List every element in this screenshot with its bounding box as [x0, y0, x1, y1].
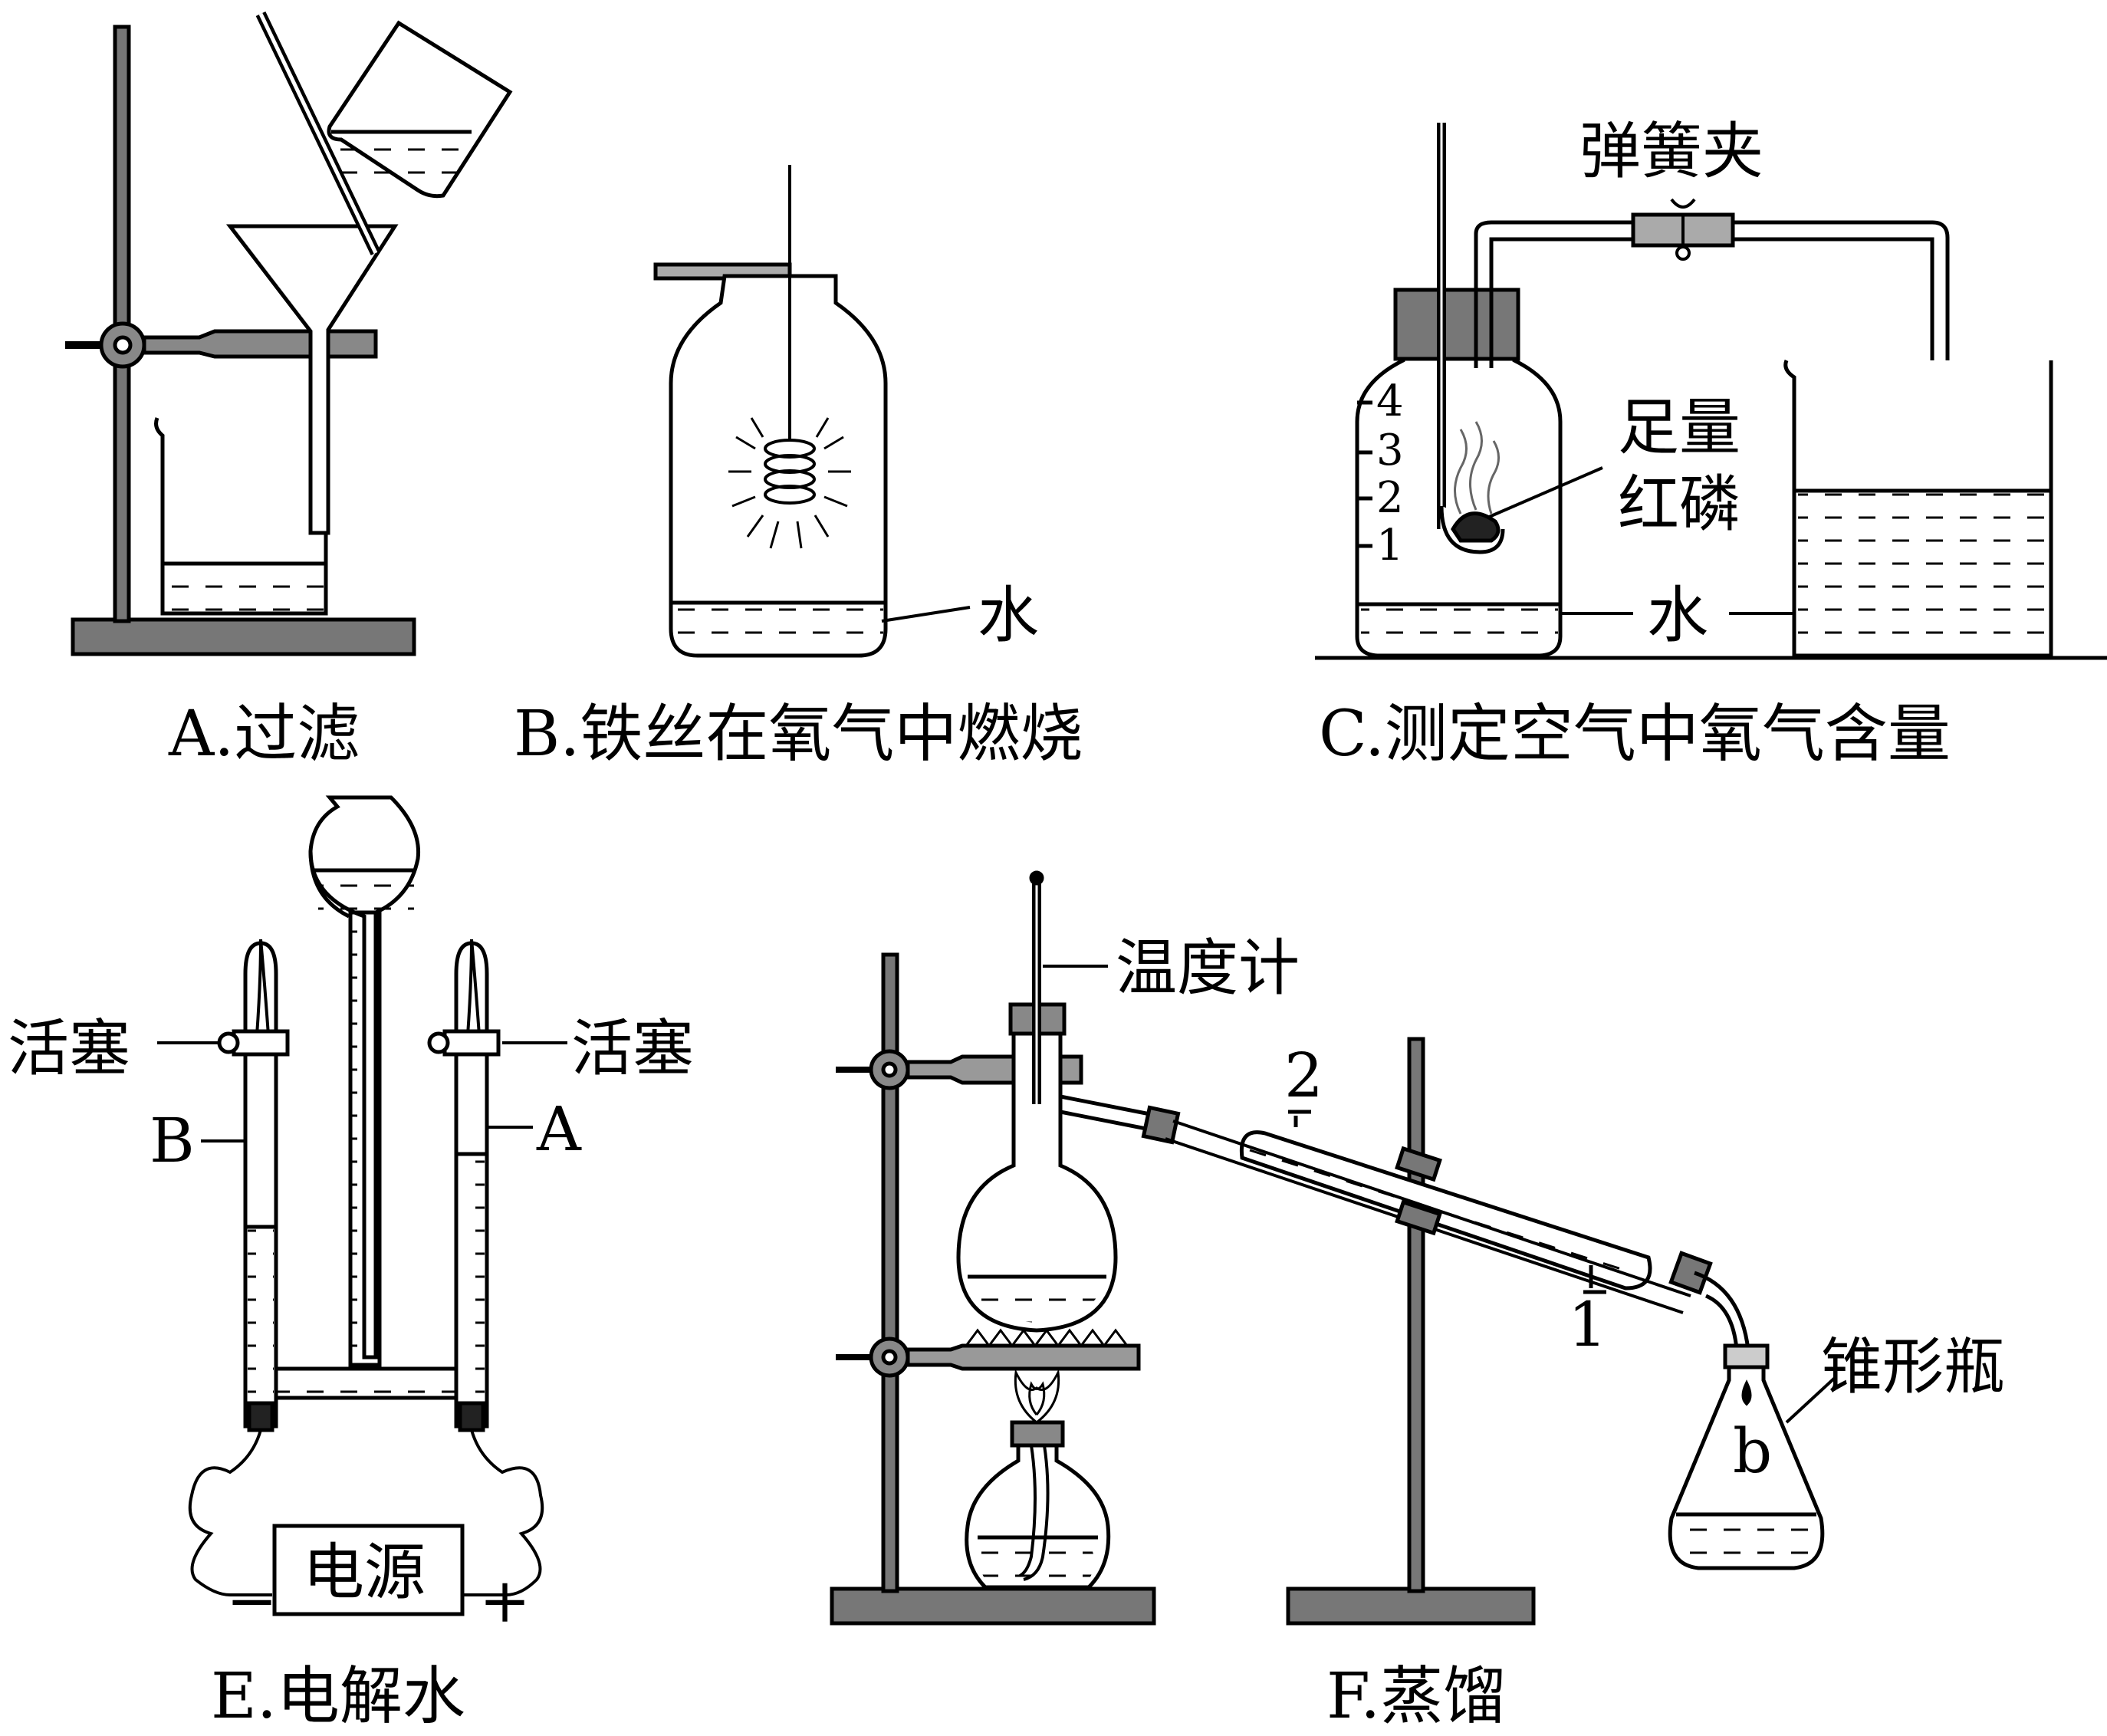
condenser-f: [1165, 1110, 1691, 1314]
funnel-a: [225, 224, 399, 535]
stopcock-left-e: [232, 1029, 290, 1057]
stopcock-label-left-e: 活塞: [8, 1013, 130, 1084]
water-c-beaker: [1798, 491, 2049, 653]
caption-a: A.过滤: [168, 698, 360, 771]
gauze-f: [906, 1343, 1141, 1371]
water-b: [675, 604, 883, 652]
caption-b: B.铁丝在氧气中燃烧: [514, 698, 1083, 771]
wire-left-e: [188, 1429, 262, 1596]
stand-rod-f1: [881, 952, 899, 1593]
phosphorus-label-1-c: 足量: [1618, 392, 1740, 463]
wire-right-e: [470, 1429, 544, 1596]
scale-3-c: 3: [1376, 426, 1404, 475]
flask-liquid-f: [968, 1277, 1106, 1323]
scale-2-c: 2: [1376, 473, 1404, 523]
port-1-label-f: 1: [1568, 1289, 1607, 1360]
filtrate-a: [165, 564, 324, 611]
stand-base-a: [71, 617, 416, 656]
smoke-c: [1454, 421, 1500, 515]
tube-b-label-e: B: [150, 1105, 195, 1176]
stand-base-f1: [830, 1586, 1156, 1626]
jar-c: [1355, 308, 1563, 658]
sparks-b: [728, 417, 851, 549]
plus-sign-e: +: [479, 1565, 531, 1636]
stand-base-f2: [1286, 1586, 1536, 1626]
adapter-f: [1694, 1271, 1750, 1350]
round-flask-f: [956, 1025, 1118, 1333]
central-stem-e: [348, 910, 382, 1367]
minus-sign-e: −: [226, 1565, 278, 1636]
red-phosphorus-c: [1451, 511, 1501, 543]
phosphorus-label-2-c: 红磷: [1618, 469, 1740, 540]
flask-letter-f: b: [1733, 1415, 1772, 1487]
caption-e: E.电解水: [211, 1660, 465, 1733]
ring-arm-a: [142, 329, 378, 359]
caption-f: F.蒸馏: [1326, 1660, 1506, 1733]
thermometer-label-f: 温度计: [1116, 932, 1300, 1004]
scale-4-c: 4: [1376, 376, 1404, 426]
stopcock-right-e: [442, 1029, 501, 1057]
panel-a-filtration: [65, 11, 513, 656]
iron-coil-b: [764, 439, 816, 505]
panel-c-oxygen-content: [1315, 123, 2107, 660]
flask-label-f: 锥形瓶: [1821, 1331, 2005, 1402]
power-label-e: 电源: [303, 1537, 426, 1608]
stand-rod-f2: [1407, 1037, 1425, 1593]
stopper-c: [1393, 288, 1520, 361]
bottom-connector-e: [274, 1366, 459, 1400]
gas-jar-b: [669, 274, 888, 658]
water-label-b: 水: [978, 580, 1039, 651]
clip-label-c: 弹簧夹: [1579, 116, 1764, 187]
scale-1-c: 1: [1376, 521, 1404, 570]
panel-f-distillation: [830, 870, 1838, 1626]
water-c-jar: [1361, 606, 1558, 652]
water-label-c: 水: [1647, 580, 1708, 651]
tube-a-label-e: A: [536, 1093, 582, 1165]
power-box-e: [272, 1524, 465, 1616]
caption-c: C.测定空气中氧气含量: [1319, 698, 1951, 771]
stopcock-label-right-e: 活塞: [571, 1013, 694, 1084]
water-leader-b: [881, 606, 971, 623]
panel-e-electrolysis: [157, 795, 567, 1616]
panel-b-iron-burning: [653, 165, 971, 658]
port-2-label-f: 2: [1284, 1040, 1323, 1111]
